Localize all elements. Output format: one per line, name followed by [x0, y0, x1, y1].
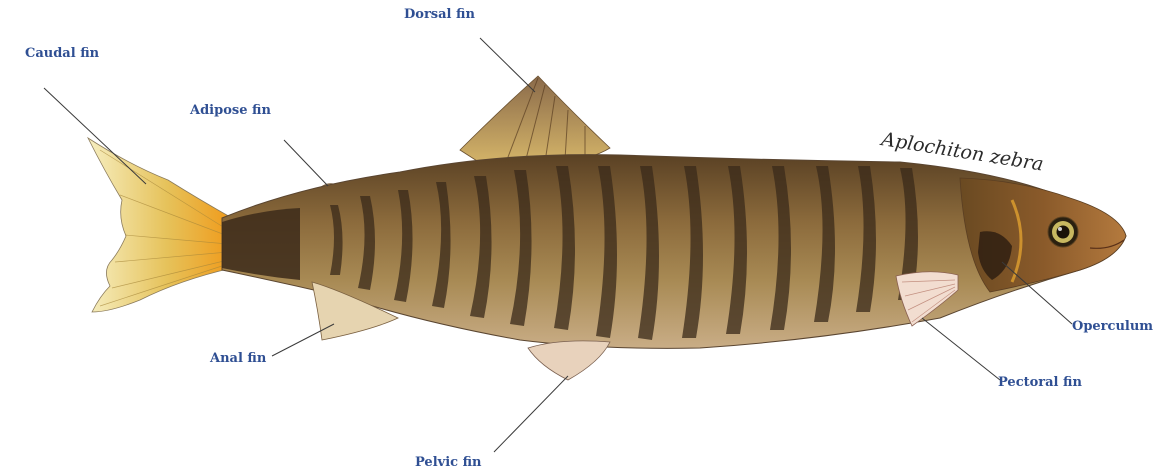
label-anal-fin: Anal fin	[210, 352, 266, 365]
caudal-fin-shape	[88, 138, 232, 312]
pectoral-fin-leader	[922, 318, 1000, 380]
caudal-fin-leader	[44, 88, 146, 184]
anal-fin-leader	[272, 324, 334, 356]
label-adipose-fin: Adipose fin	[190, 104, 271, 117]
label-pectoral-fin: Pectoral fin	[998, 376, 1082, 389]
label-caudal-fin: Caudal fin	[25, 47, 99, 60]
label-dorsal-fin: Dorsal fin	[404, 8, 475, 21]
pelvic-fin-shape	[528, 341, 610, 380]
pelvic-fin-leader	[494, 376, 568, 452]
label-pelvic-fin: Pelvic fin	[415, 456, 481, 469]
adipose-fin-leader	[284, 140, 328, 186]
dorsal-fin-leader	[480, 38, 535, 92]
label-operculum: Operculum	[1072, 320, 1153, 333]
